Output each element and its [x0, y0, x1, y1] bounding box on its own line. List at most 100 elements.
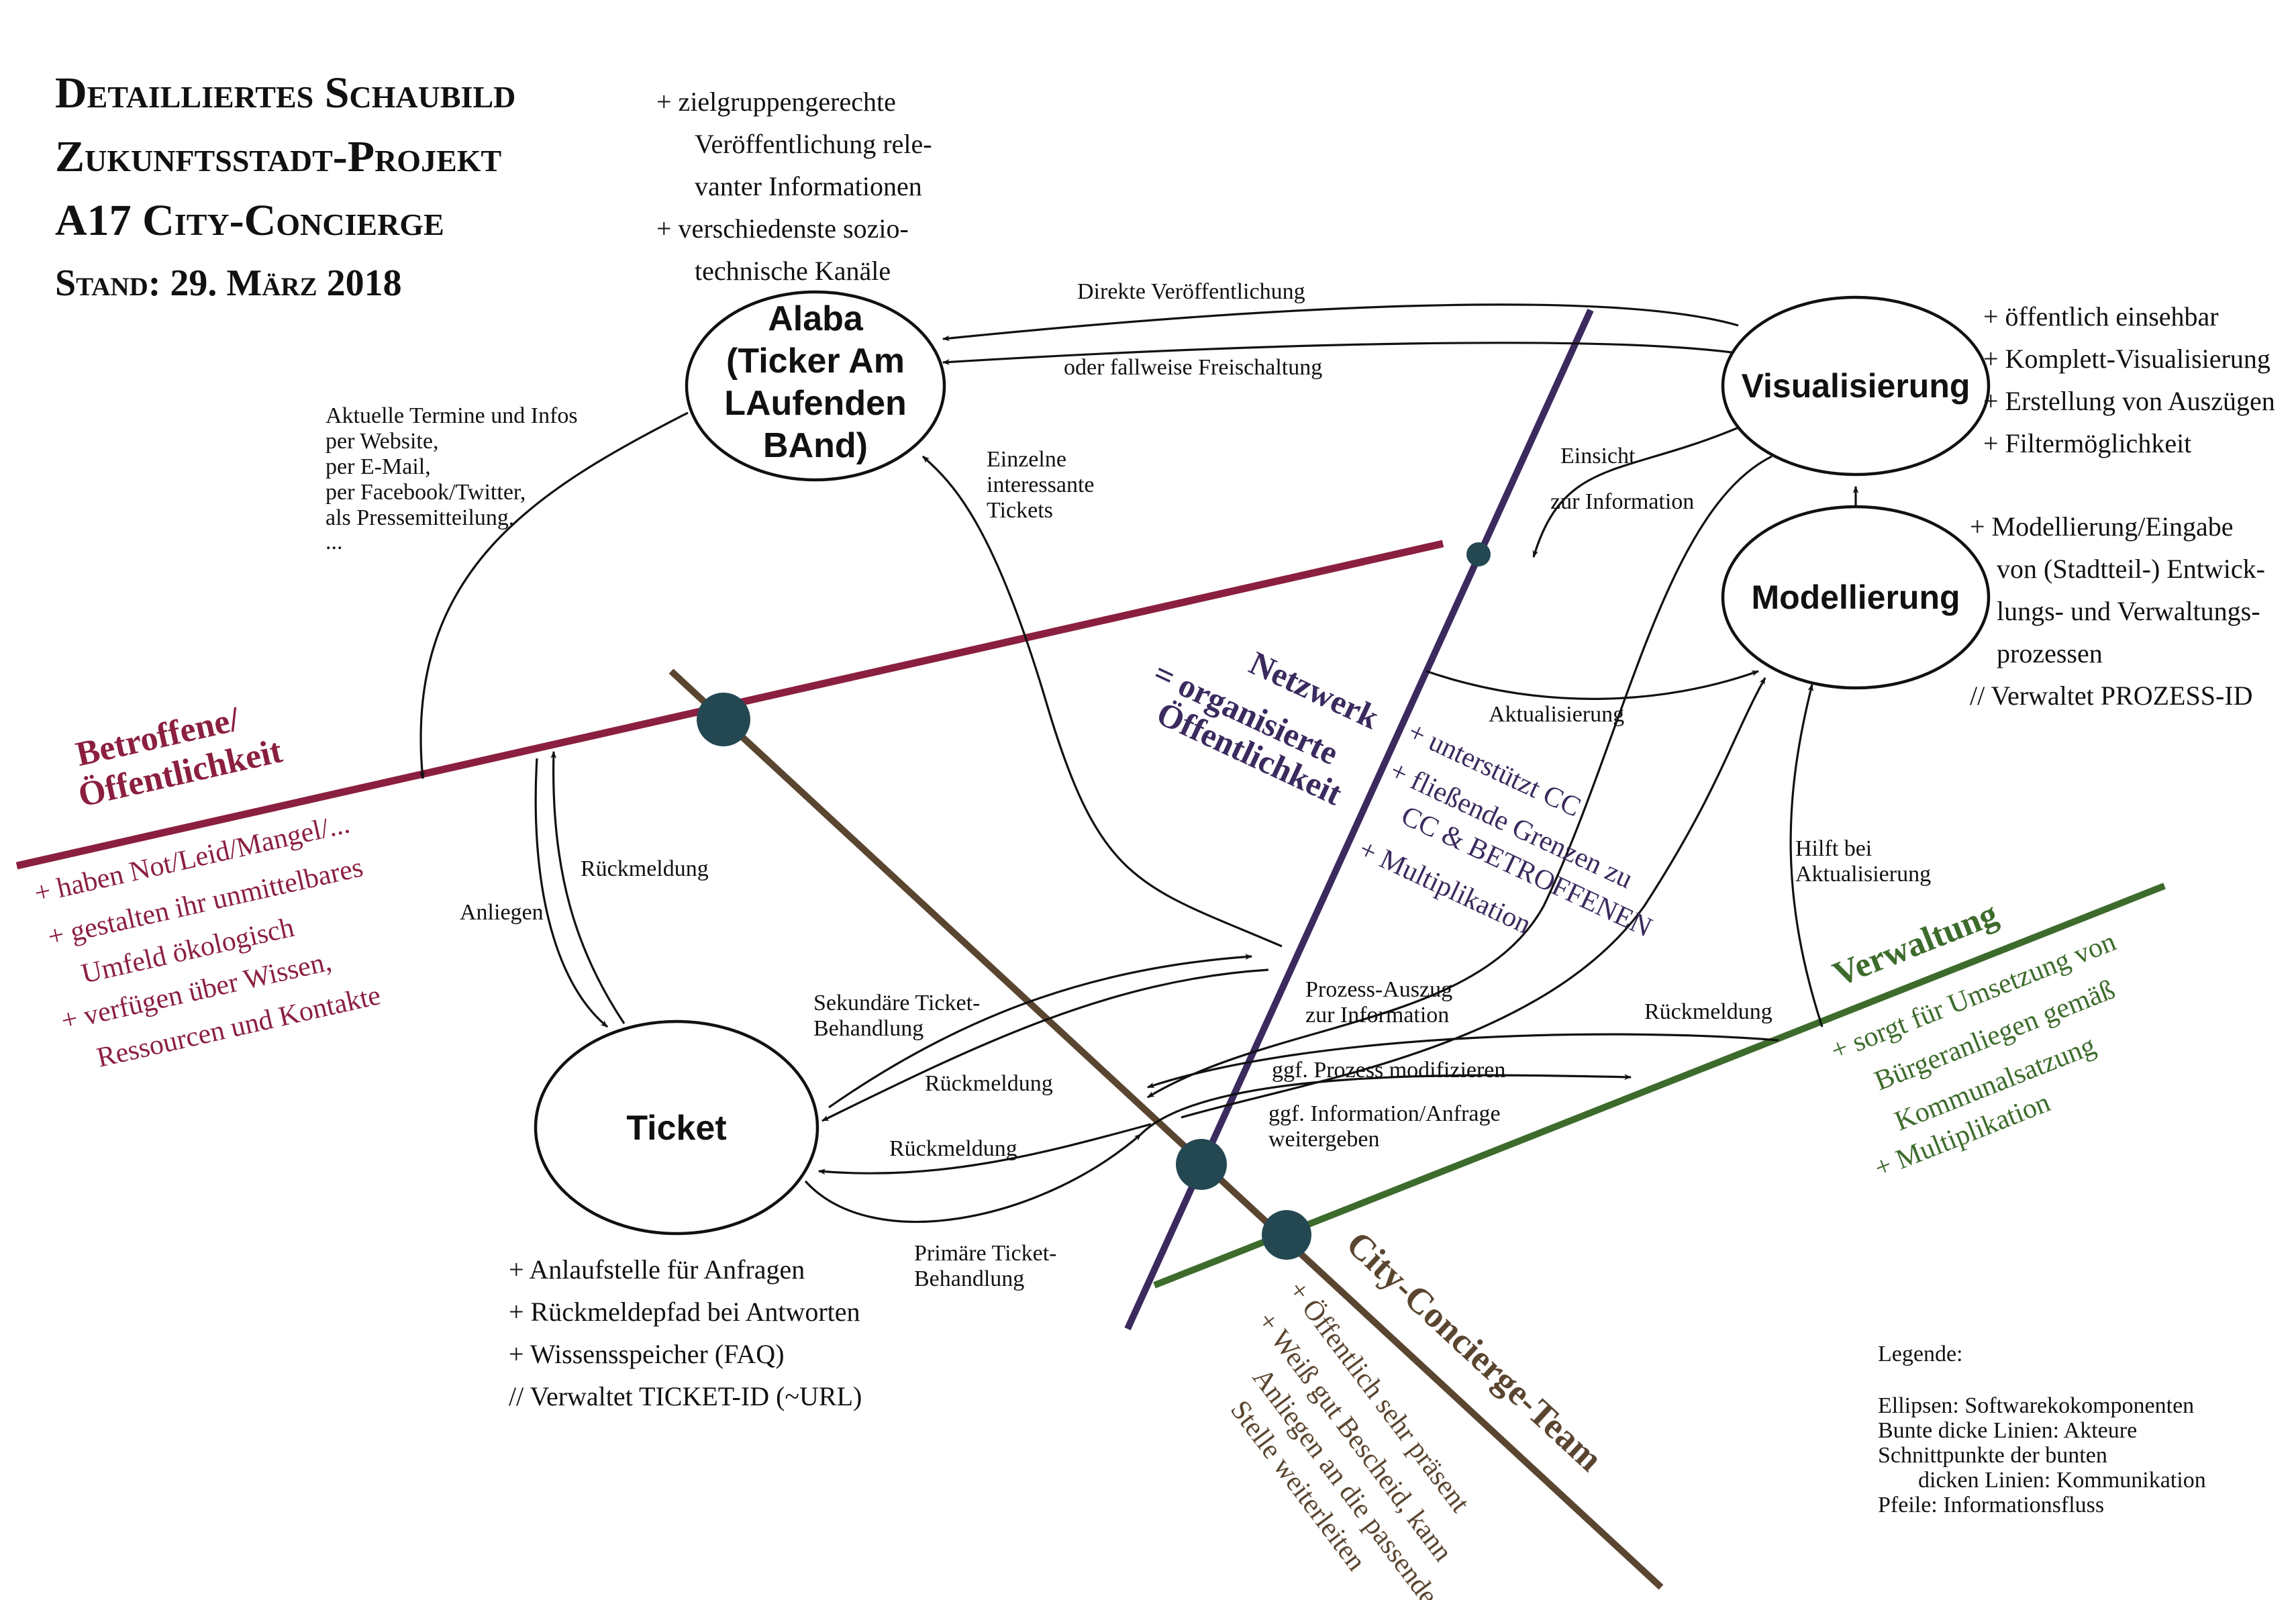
- label-anliegen: Anliegen: [460, 900, 544, 925]
- arrow-rueckmeldung-primaer: [817, 1123, 1152, 1175]
- modellierung-note: von (Stadtteil-) Entwick-: [1997, 554, 2265, 584]
- page-title-line-1: Detailliertes Schaubild: [55, 68, 515, 117]
- modellierung-component[interactable]: Modellierung: [1721, 505, 1991, 690]
- modellierung-note: lungs- und Verwaltungs-: [1997, 596, 2260, 626]
- alaba-label-3: LAufenden: [724, 384, 907, 423]
- arrow-rueckmeldung-zu-betroffene: [550, 750, 626, 1024]
- node-betroffene-netzwerk[interactable]: [1466, 542, 1491, 566]
- arrow-info-weitergeben: [1140, 1074, 1632, 1136]
- alaba-note: + zielgruppengerechte: [656, 87, 896, 117]
- modellierung-label: Modellierung: [1751, 579, 1960, 616]
- verwaltung-actor-line: [1153, 883, 2166, 1289]
- legend-line: dicken Linien: Kommunikation: [1918, 1468, 2206, 1493]
- label-aktualisierung: Aktualisierung: [1489, 702, 1624, 727]
- ticket-note: + Anlaufstelle für Anfragen: [509, 1254, 805, 1285]
- label-zur-information: zur Information: [1550, 489, 1694, 514]
- modellierung-note: + Modellierung/Eingabe: [1970, 511, 2233, 542]
- visualisierung-note: + Erstellung von Auszügen: [1983, 386, 2275, 416]
- arrow-rueckmeldung-sekundaer: [821, 968, 1269, 1122]
- label-einzelne-tickets: interessante: [987, 472, 1095, 497]
- label-termine: Aktuelle Termine und Infos: [326, 403, 578, 428]
- legend-line: Bunte dicke Linien: Akteure: [1878, 1418, 2137, 1443]
- label-primaere: Behandlung: [914, 1266, 1024, 1291]
- arrow-fallweise-freischaltung: [942, 342, 1732, 365]
- label-sekundaere: Behandlung: [813, 1016, 924, 1041]
- ticket-note: + Wissensspeicher (FAQ): [509, 1339, 785, 1369]
- arrow-sekundaere-ticket-behandlung: [828, 954, 1253, 1109]
- label-fallweise-freischaltung: oder fallweise Freischaltung: [1064, 355, 1322, 380]
- label-termine: als Pressemitteilung,: [326, 505, 514, 530]
- modellierung-notes: + Modellierung/Eingabe von (Stadtteil-) …: [1970, 511, 2265, 711]
- cc-team-actor: City-Concierge-Team: [1339, 1223, 1611, 1479]
- label-rueckmeldung-primaer: Rückmeldung: [889, 1136, 1017, 1161]
- label-einzelne-tickets: Einzelne: [987, 447, 1066, 472]
- label-direkte-veroeffentlichung: Direkte Veröffentlichung: [1077, 279, 1305, 304]
- flow-arrows: [419, 303, 1859, 1223]
- node-verwaltung-cc[interactable]: [1262, 1210, 1311, 1260]
- arrow-einsicht: [1532, 425, 1742, 558]
- legend-line: Pfeile: Informationsfluss: [1878, 1493, 2104, 1517]
- label-einzelne-tickets: Tickets: [987, 498, 1053, 523]
- ticket-component[interactable]: Ticket: [534, 1019, 819, 1236]
- arrow-anliegen: [534, 758, 609, 1028]
- label-termine: per E-Mail,: [326, 454, 431, 479]
- label-sekundaere: Sekundäre Ticket-: [813, 991, 980, 1015]
- legend: Legende: Ellipsen: Softwarekokomponenten…: [1878, 1342, 2206, 1517]
- node-netzwerk-cc[interactable]: [1176, 1139, 1227, 1190]
- label-prozess-auszug: Prozess-Auszug: [1305, 977, 1452, 1002]
- legend-line: Ellipsen: Softwarekokomponenten: [1878, 1393, 2194, 1418]
- alaba-note: + verschiedenste sozio-: [656, 213, 909, 244]
- alaba-notes: + zielgruppengerechte Veröffentlichung r…: [656, 87, 932, 286]
- betroffene-actor: Betroffene/ Öffentlichkeit: [72, 700, 286, 815]
- ticket-note: // Verwaltet TICKET-ID (~URL): [509, 1381, 862, 1411]
- alaba-note: technische Kanäle: [695, 256, 891, 286]
- visualisierung-component[interactable]: Visualisierung: [1721, 295, 1991, 477]
- label-termine: ...: [326, 530, 343, 554]
- label-hilft-bei: Hilft bei: [1795, 836, 1872, 861]
- visualisierung-note: + öffentlich einsehbar: [1983, 301, 2219, 332]
- label-termine: per Website,: [326, 429, 438, 454]
- ticket-label: Ticket: [626, 1109, 726, 1148]
- flow-labels: Direkte Veröffentlichung oder fallweise …: [326, 279, 1931, 1291]
- arrow-prozess-modifizieren: [1181, 677, 1766, 1119]
- alaba-label-4: BAnd): [763, 426, 868, 465]
- modellierung-note: prozessen: [1997, 638, 2103, 668]
- netzwerk-actor: Netzwerk = organisierte Öffentlichkeit: [1148, 644, 1385, 812]
- alaba-label-1: Alaba: [768, 299, 864, 338]
- visualisierung-note: + Filtermöglichkeit: [1983, 428, 2191, 458]
- label-prozess-modifizieren: ggf. Prozess modifizieren: [1272, 1058, 1505, 1083]
- arrow-direkte-veroeffentlichung: [942, 303, 1739, 342]
- label-info-weitergeben: ggf. Information/Anfrage: [1268, 1101, 1501, 1126]
- legend-line: Schnittpunkte der bunten: [1878, 1443, 2107, 1468]
- node-betroffene-cc[interactable]: [697, 693, 750, 746]
- visualisierung-note: + Komplett-Visualisierung: [1983, 344, 2270, 374]
- netzwerk-notes: + unterstützt CC + fließende Grenzen zu …: [1354, 716, 1656, 943]
- ticket-note: + Rückmeldepfad bei Antworten: [509, 1297, 860, 1327]
- alaba-note: vanter Informationen: [695, 171, 922, 201]
- arrow-einzelne-tickets: [921, 455, 1283, 948]
- modellierung-note: // Verwaltet PROZESS-ID: [1970, 681, 2252, 711]
- alaba-note: Veröffentlichung rele-: [695, 129, 932, 159]
- header: Detailliertes Schaubild Zukunftsstadt-Pr…: [55, 68, 515, 304]
- arrow-aktualisierung: [1426, 670, 1760, 700]
- label-prozess-auszug: zur Information: [1305, 1003, 1449, 1028]
- arrow-hilft-bei-aktualisierung: [1789, 683, 1824, 1028]
- visualisierung-notes: + öffentlich einsehbar + Komplett-Visual…: [1983, 301, 2275, 458]
- alaba-component[interactable]: Alaba (Ticker Am LAufenden BAnd): [685, 290, 946, 482]
- ticket-notes: + Anlaufstelle für Anfragen + Rückmeldep…: [509, 1254, 862, 1411]
- label-info-weitergeben: weitergeben: [1268, 1127, 1380, 1152]
- page-title-line-2: Zukunftsstadt-Projekt: [55, 132, 501, 181]
- label-rueckmeldung-verwaltung: Rückmeldung: [1644, 999, 1773, 1024]
- label-termine: per Facebook/Twitter,: [326, 480, 526, 505]
- label-rueckmeldung-sekundaer: Rückmeldung: [925, 1071, 1053, 1096]
- label-hilft-bei: Aktualisierung: [1795, 862, 1931, 887]
- label-primaere: Primäre Ticket-: [914, 1241, 1056, 1266]
- cc-team-title: City-Concierge-Team: [1339, 1223, 1611, 1479]
- label-rueckmeldung-betroffene: Rückmeldung: [581, 856, 709, 881]
- alaba-label-2: (Ticker Am: [726, 342, 905, 381]
- arrow-visualisierung-prozess-auszug: [1147, 455, 1773, 1099]
- page-title-line-3: A17 City-Concierge: [55, 196, 444, 245]
- visualisierung-label: Visualisierung: [1742, 367, 1970, 405]
- arrow-rueckmeldung-verwaltung: [1146, 1033, 1779, 1089]
